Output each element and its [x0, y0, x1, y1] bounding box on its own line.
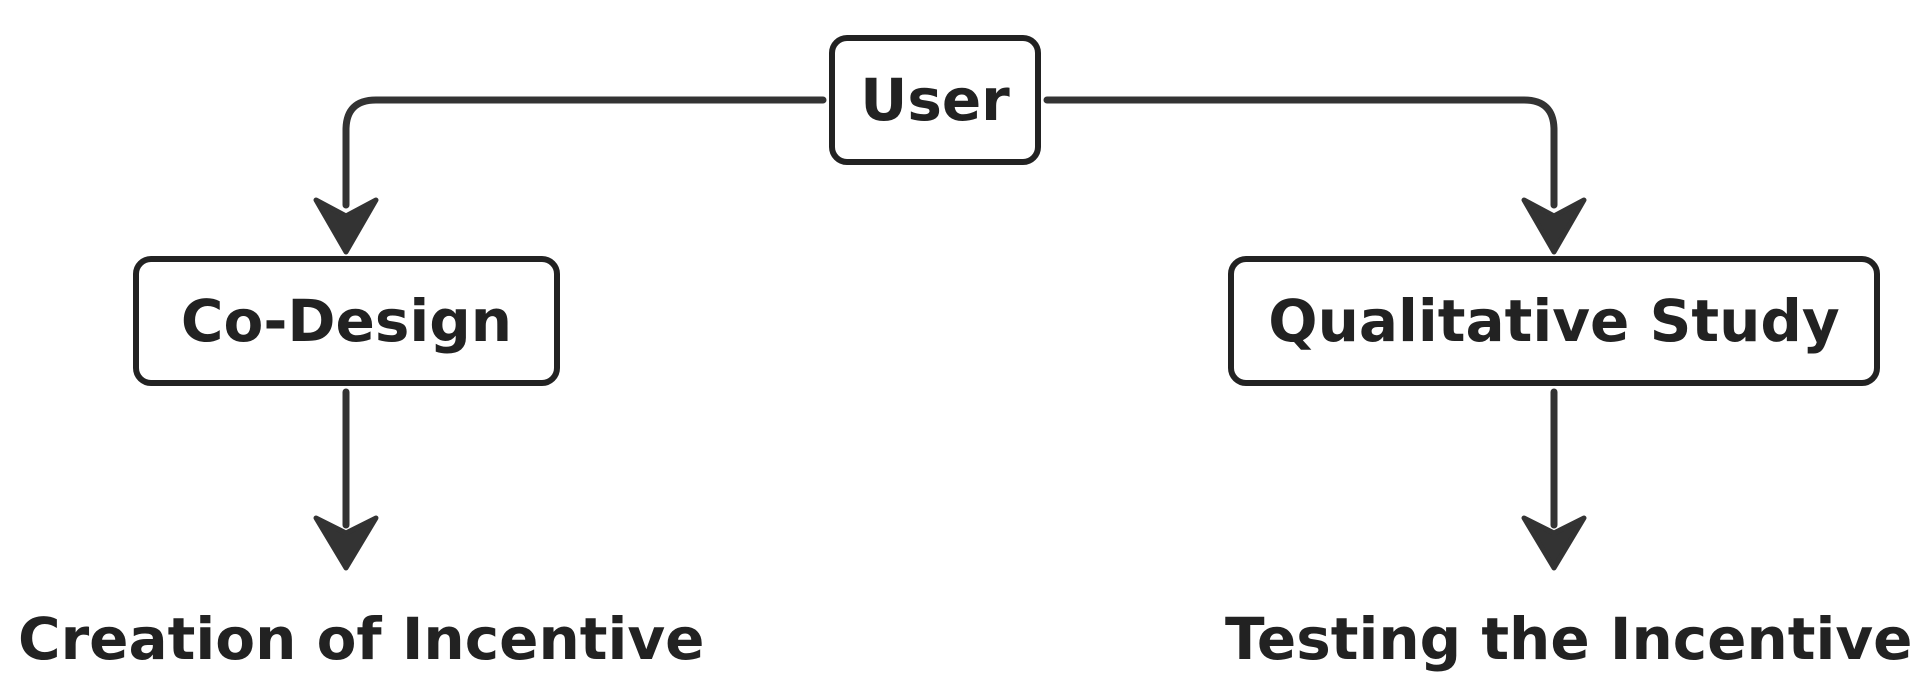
- node-qualitative-study: Qualitative Study: [1228, 256, 1880, 386]
- arrowhead-down-icon: [1521, 197, 1587, 255]
- node-co-design-label: Co-Design: [180, 287, 513, 355]
- arrowhead-down-icon: [313, 515, 379, 571]
- arrowhead-down-icon: [313, 197, 379, 255]
- node-user-label: User: [860, 66, 1010, 134]
- connector-user-to-qualitative-study: [1043, 96, 1558, 209]
- node-user: User: [829, 35, 1041, 165]
- outcome-creation-of-incentive: Creation of Incentive: [18, 605, 705, 673]
- outcome-testing-the-incentive: Testing the Incentive: [1225, 605, 1913, 673]
- arrowhead-down-icon: [1521, 515, 1587, 571]
- connector-user-to-codesign: [342, 96, 827, 209]
- node-qualitative-study-label: Qualitative Study: [1268, 287, 1840, 355]
- node-co-design: Co-Design: [133, 256, 560, 386]
